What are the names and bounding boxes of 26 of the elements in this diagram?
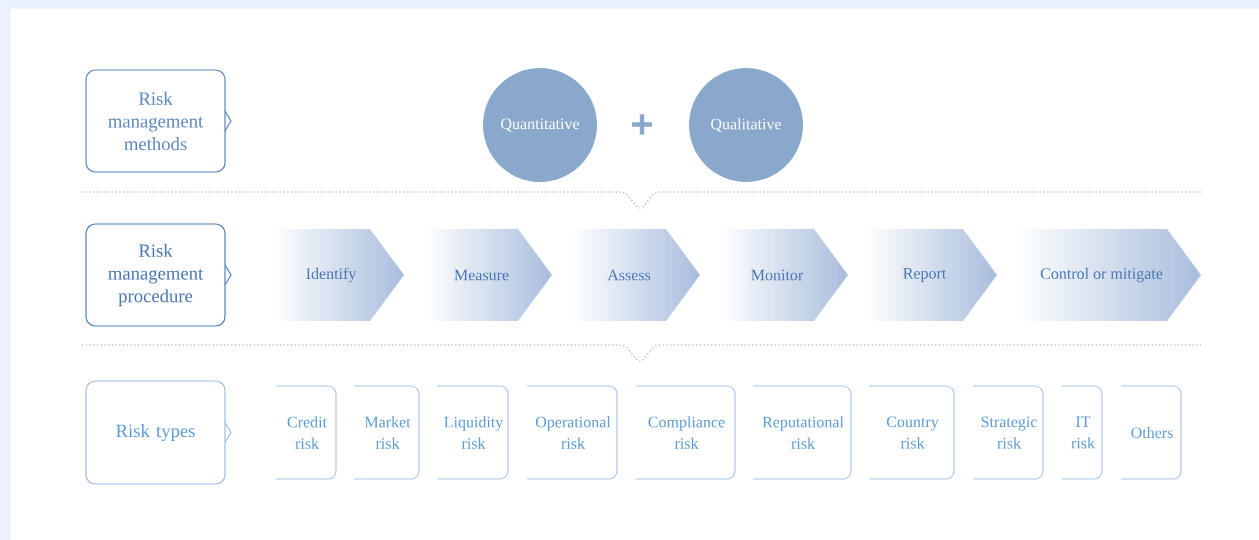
node-label: Identify	[306, 267, 357, 283]
risk-box: IT risk	[1061, 385, 1103, 480]
chevron-step: Control or mitigate	[1016, 229, 1201, 321]
risk-box: Liquidity risk	[436, 385, 509, 480]
risk-box: Reputational risk	[752, 385, 852, 480]
node-label: Assess	[607, 269, 651, 281]
chevron-step: Measure	[425, 229, 552, 321]
chevron-step: Report	[866, 229, 997, 321]
chevron-step: Identify	[272, 229, 404, 321]
node-label: Monitor	[751, 269, 804, 281]
risk-box: Others	[1120, 385, 1182, 480]
node-label: Report	[903, 268, 947, 282]
node-label: Measure	[454, 269, 509, 281]
risk-box: Credit risk	[275, 385, 337, 480]
node-label: Control or mitigate	[1040, 267, 1163, 283]
label-box: Risk management methods	[85, 69, 232, 173]
risk-box: Compliance risk	[635, 385, 736, 480]
chevron-step: Assess	[572, 229, 700, 321]
label-box: Risk management procedure	[85, 223, 232, 327]
risk-box: Operational risk	[526, 385, 618, 480]
risk-box: Market risk	[353, 385, 420, 480]
chevron-step: Monitor	[720, 229, 848, 321]
risk-box: Country risk	[868, 385, 955, 480]
plus-sign: +	[632, 114, 653, 135]
label-box: Risk types	[85, 380, 232, 485]
risk-box: Strategic risk	[972, 385, 1044, 480]
